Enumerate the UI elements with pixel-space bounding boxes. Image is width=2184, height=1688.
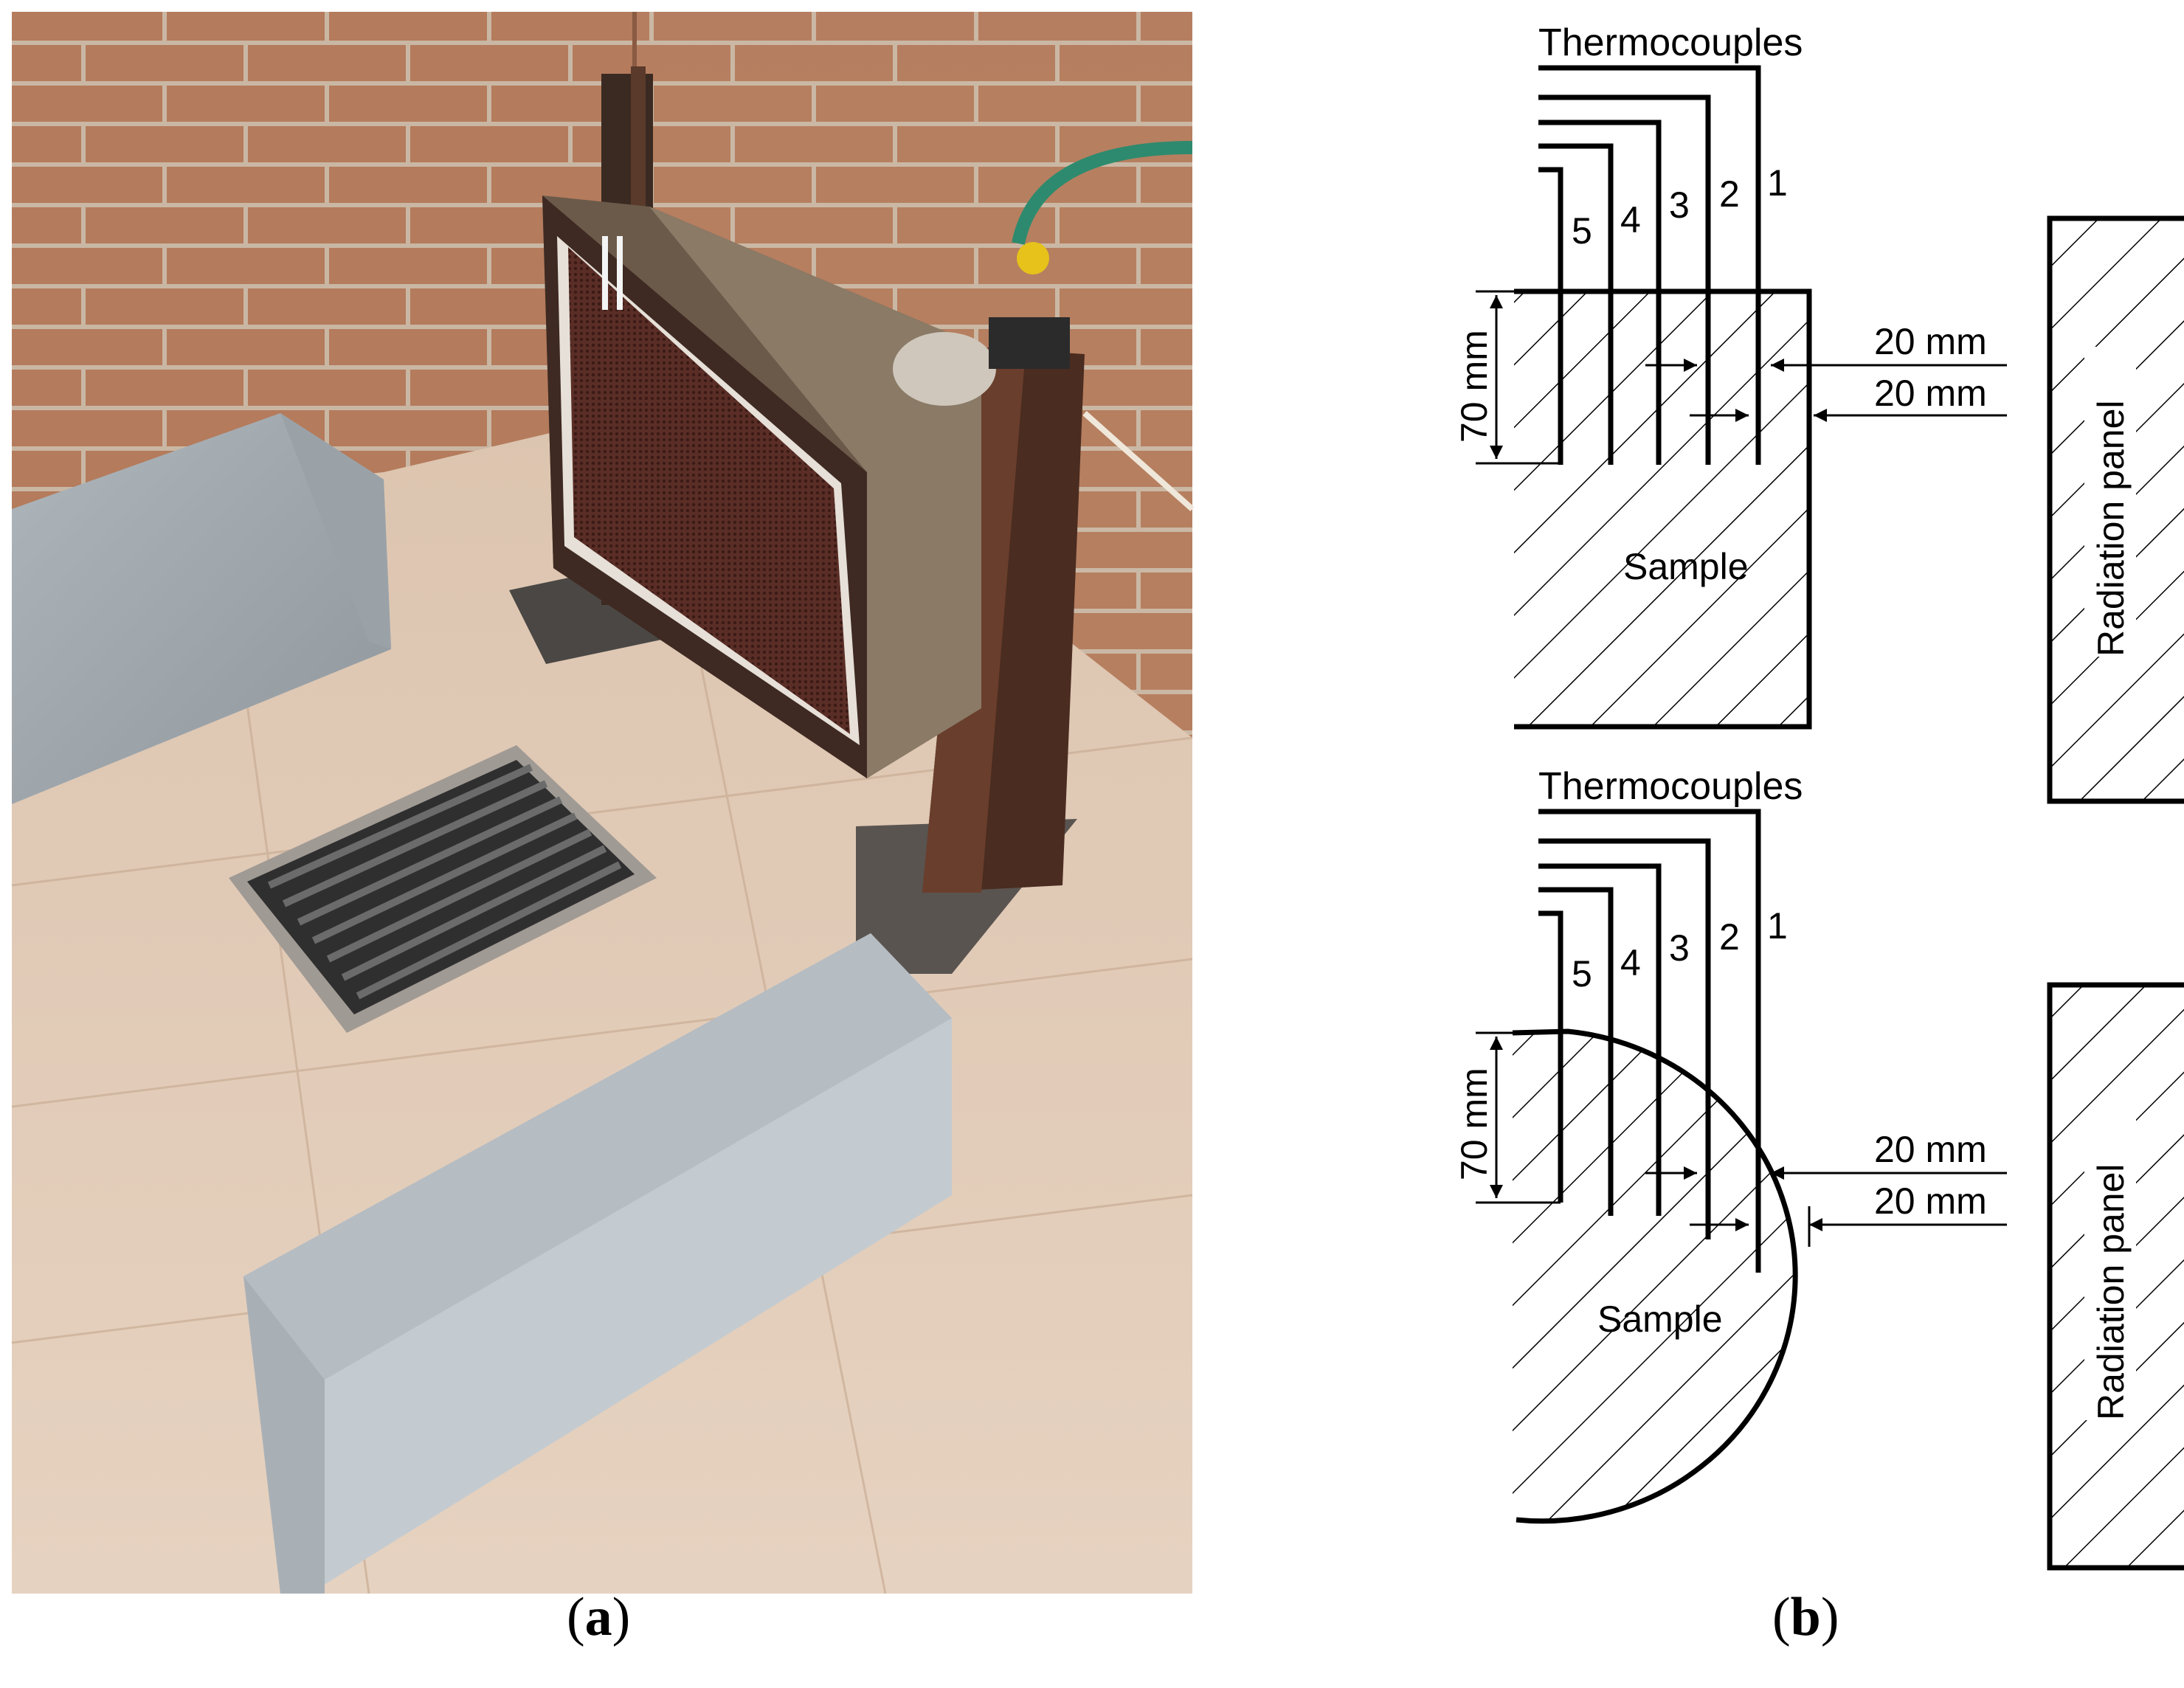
top-radiation-panel-label: Radiation panel — [2090, 401, 2132, 657]
bottom-thermocouple-numbers: 1 2 3 4 5 — [1572, 905, 1788, 995]
top-thermocouples-label: Thermocouples — [1538, 21, 1803, 64]
bottom-spacing-label-1: 20 mm — [1874, 1129, 1987, 1170]
bottom-thermocouples — [1538, 809, 1761, 1273]
top-diagram: Thermocouples 1 2 3 4 5 70 mm 20 mm 20 m… — [1454, 21, 2184, 804]
bottom-sample-hatch — [1513, 1031, 1796, 1521]
bottom-depth-dimension — [1476, 1031, 1561, 1204]
top-thermocouples — [1538, 65, 1761, 465]
svg-text:4: 4 — [1620, 199, 1641, 241]
svg-text:5: 5 — [1572, 210, 1592, 252]
left-concrete-block — [12, 413, 391, 804]
svg-text:2: 2 — [1719, 916, 1740, 958]
bottom-radiation-panel-label-bg — [2084, 1110, 2136, 1420]
top-radiation-panel-hatch — [2050, 218, 2184, 801]
photo-panel-a — [11, 12, 1195, 1594]
top-depth-label: 70 mm — [1454, 330, 1495, 443]
svg-text:1: 1 — [1767, 162, 1788, 204]
top-sample-outline — [1514, 288, 1812, 730]
top-thermocouple-numbers: 1 2 3 4 5 — [1572, 162, 1788, 252]
top-sample-hatch — [1514, 291, 1809, 727]
bottom-spacing-dimensions — [1645, 1166, 2007, 1247]
left-brick-wall — [12, 12, 635, 509]
bottom-diagram: Thermocouples 1 2 3 4 5 70 mm 20 mm 20 m… — [1454, 765, 2184, 1571]
floor-grate — [229, 745, 657, 1033]
top-depth-dimension — [1476, 290, 1561, 465]
svg-text:2: 2 — [1719, 173, 1740, 215]
bottom-depth-label: 70 mm — [1454, 1068, 1495, 1180]
caption-b: (b) — [1772, 1587, 1839, 1647]
top-radiation-panel-outline — [2047, 215, 2184, 804]
svg-text:5: 5 — [1572, 953, 1592, 995]
top-spacing-label-2: 20 mm — [1874, 373, 1987, 414]
front-concrete-block — [243, 933, 952, 1594]
svg-text:4: 4 — [1620, 942, 1641, 983]
bottom-radiation-panel-label: Radiation panel — [2090, 1164, 2132, 1421]
bottom-thermocouples-label: Thermocouples — [1538, 765, 1803, 808]
top-sample-label: Sample — [1623, 546, 1749, 587]
top-radiation-panel-label-bg — [2084, 347, 2136, 657]
svg-text:3: 3 — [1669, 927, 1690, 969]
bottom-spacing-label-2: 20 mm — [1874, 1180, 1987, 1222]
bottom-radiation-panel-outline — [2047, 982, 2184, 1571]
svg-text:3: 3 — [1669, 184, 1690, 226]
caption-a: (a) — [567, 1587, 631, 1647]
bottom-radiation-panel-hatch — [2050, 985, 2184, 1568]
top-spacing-dimensions — [1645, 359, 2007, 422]
top-spacing-label-1: 20 mm — [1874, 321, 1987, 362]
bottom-sample-label: Sample — [1597, 1298, 1723, 1340]
bottom-sample-outline — [1512, 1028, 1798, 1524]
svg-text:1: 1 — [1767, 905, 1788, 947]
radiation-panel-device — [542, 141, 1195, 778]
